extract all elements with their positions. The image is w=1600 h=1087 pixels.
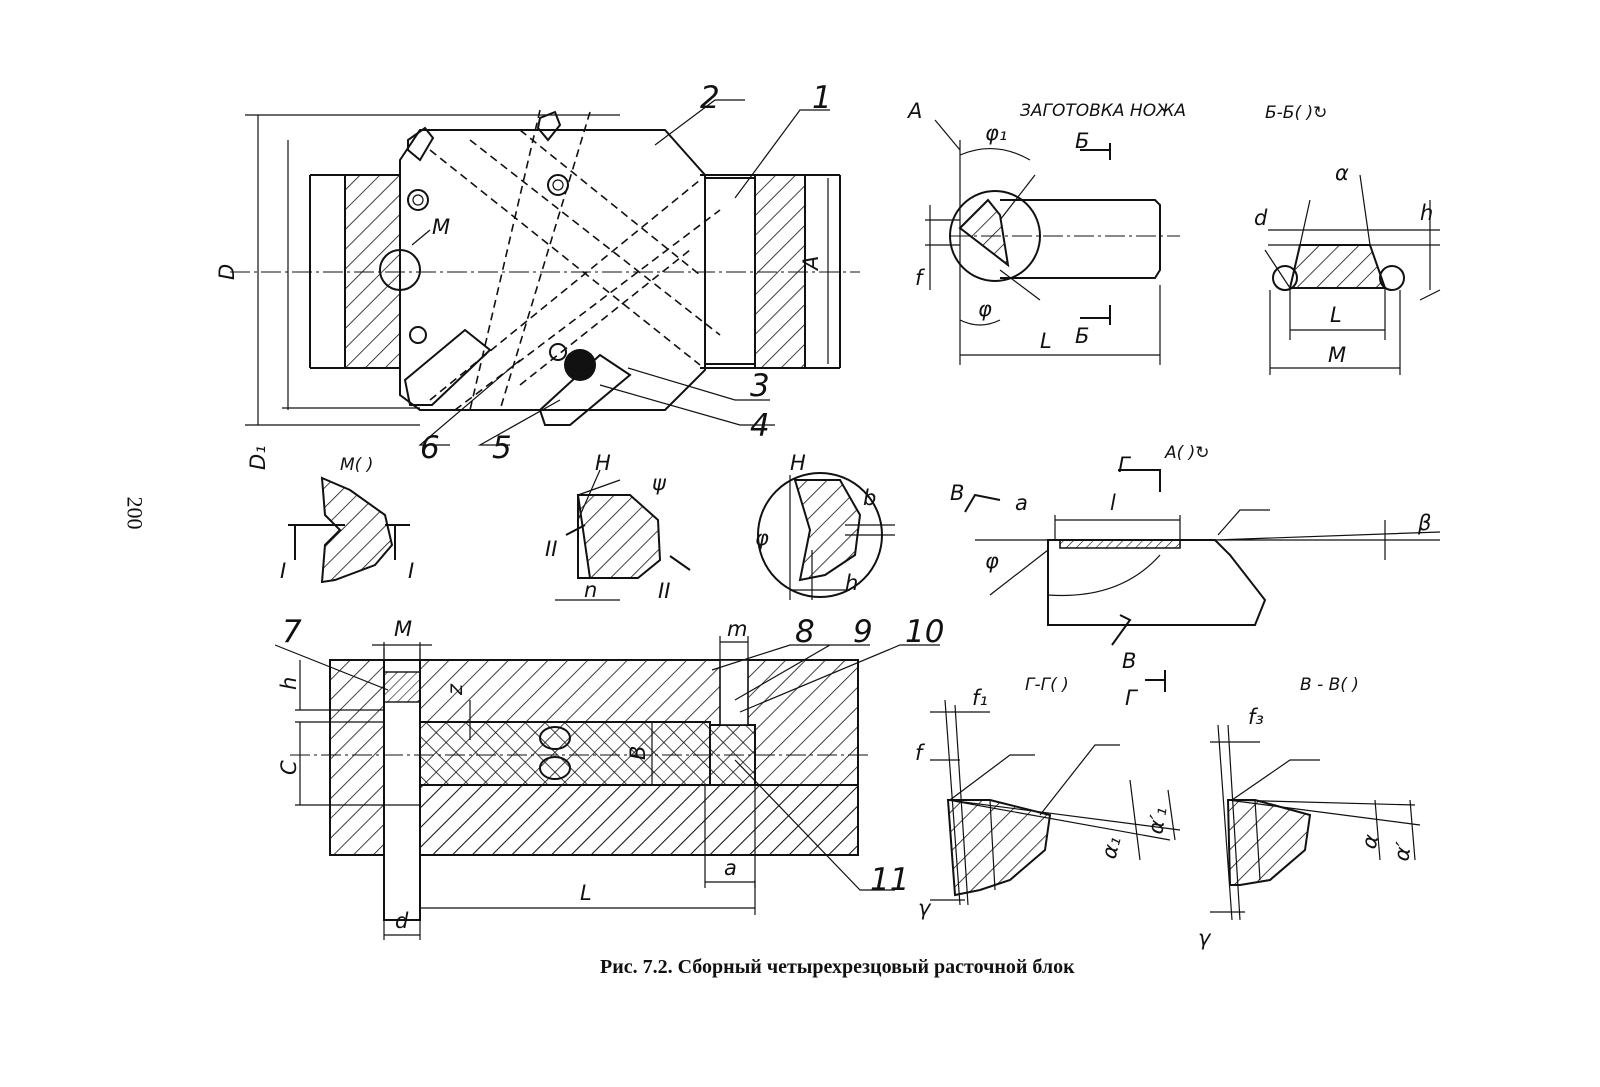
svg-text:f₁: f₁ <box>972 686 988 710</box>
svg-text:2: 2 <box>700 80 720 116</box>
svg-text:a: a <box>724 856 737 880</box>
svg-text:L: L <box>580 881 592 905</box>
svg-text:φ: φ <box>978 297 992 321</box>
svg-text:M( ): M( ) <box>340 455 373 475</box>
svg-text:z: z <box>443 683 467 696</box>
svg-text:H: H <box>595 451 611 475</box>
svg-text:m: m <box>727 617 747 641</box>
svg-text:h: h <box>1420 201 1433 225</box>
svg-text:8: 8 <box>795 614 815 650</box>
svg-text:Б: Б <box>1075 324 1089 348</box>
svg-text:A: A <box>906 99 922 123</box>
bottom-section <box>274 636 940 940</box>
svg-text:φ₁: φ₁ <box>985 121 1007 145</box>
svg-text:ψ: ψ <box>652 471 667 495</box>
svg-text:II: II <box>658 579 670 603</box>
svg-text:h: h <box>845 571 858 595</box>
bottom-section-labels: M m h C z B a d L 7 8 9 10 11 <box>277 614 944 933</box>
svg-text:α: α <box>1335 161 1349 185</box>
svg-text:φ: φ <box>755 526 769 550</box>
svg-text:a: a <box>1015 491 1028 515</box>
svg-text:f: f <box>915 741 926 765</box>
main-view <box>230 99 860 446</box>
svg-text:α: α <box>1357 832 1384 852</box>
svg-text:II: II <box>545 537 557 561</box>
svg-text:Г-Г( ): Г-Г( ) <box>1025 675 1069 695</box>
svg-text:β: β <box>1417 511 1431 535</box>
svg-text:D₁: D₁ <box>246 445 270 470</box>
svg-text:α′: α′ <box>1389 840 1416 863</box>
view-phi-labels: H b φ h <box>755 451 876 595</box>
svg-text:f: f <box>915 266 926 290</box>
view-M <box>288 476 410 584</box>
svg-text:α′₁: α′₁ <box>1143 805 1171 836</box>
svg-text:1: 1 <box>812 80 832 116</box>
svg-text:H: H <box>790 451 806 475</box>
svg-text:L: L <box>1040 329 1052 353</box>
section-VV-labels: B - B( ) f₃ α α′ γ <box>1198 675 1416 950</box>
view-M-labels: M( ) I I <box>280 455 414 583</box>
svg-text:3: 3 <box>750 368 770 404</box>
section-GG-view <box>930 670 1181 906</box>
svg-text:φ: φ <box>985 549 999 573</box>
view-phi <box>757 472 895 600</box>
section-BB-view <box>1264 174 1441 375</box>
svg-text:M: M <box>1328 343 1346 367</box>
view-H-labels: H ψ n II II <box>545 451 670 603</box>
svg-text:11: 11 <box>870 862 909 898</box>
svg-text:A: A <box>799 256 823 272</box>
svg-text:γ: γ <box>918 896 932 920</box>
svg-text:Б: Б <box>1075 129 1089 153</box>
cutter-blank-view <box>925 119 1180 365</box>
svg-text:M: M <box>394 617 412 641</box>
svg-text:b: b <box>863 486 876 510</box>
section-BB-labels: Б-Б( )↻ α d h L M <box>1254 103 1433 367</box>
svg-text:Б-Б( )↻: Б-Б( )↻ <box>1265 103 1327 123</box>
svg-text:Г: Г <box>1125 686 1139 710</box>
figure-caption: Рис. 7.2. Сборный четырехрезцовый расточ… <box>600 956 1075 978</box>
svg-text:γ: γ <box>1198 926 1212 950</box>
svg-text:7: 7 <box>282 614 302 650</box>
svg-text:10: 10 <box>905 614 944 650</box>
svg-text:I: I <box>280 559 286 583</box>
svg-text:d: d <box>395 909 409 933</box>
view-H <box>555 469 691 601</box>
svg-text:M: M <box>432 215 450 239</box>
svg-text:C: C <box>277 760 301 775</box>
svg-text:В: В <box>950 481 964 505</box>
svg-text:n: n <box>584 578 597 602</box>
svg-text:L: L <box>1330 303 1342 327</box>
svg-text:f₃: f₃ <box>1248 705 1264 729</box>
svg-text:5: 5 <box>492 430 512 466</box>
svg-text:B: B <box>626 746 650 760</box>
svg-text:ЗАГОТОВКА НОЖА: ЗАГОТОВКА НОЖА <box>1020 101 1186 121</box>
svg-text:A( )↻: A( )↻ <box>1164 443 1210 463</box>
svg-text:B - B( ): B - B( ) <box>1300 675 1359 695</box>
svg-text:d: d <box>1254 206 1268 230</box>
svg-text:α₁: α₁ <box>1097 834 1126 862</box>
view-A-labels: A( )↻ Г В a l β φ В <box>950 443 1431 673</box>
svg-text:Г: Г <box>1118 453 1132 477</box>
svg-text:4: 4 <box>750 408 770 444</box>
main-view-labels: D D₁ A M 1 2 3 4 5 6 <box>215 80 832 470</box>
view-A <box>964 469 1441 646</box>
svg-text:6: 6 <box>420 430 440 466</box>
svg-text:В: В <box>1122 649 1136 673</box>
svg-text:D: D <box>215 264 239 280</box>
svg-text:h: h <box>277 677 301 690</box>
svg-text:l: l <box>1110 491 1116 515</box>
cutter-blank-labels: ЗАГОТОВКА НОЖА A φ₁ φ f L Б Б <box>906 99 1186 353</box>
section-VV-view <box>1210 724 1421 921</box>
svg-text:I: I <box>408 559 414 583</box>
svg-text:9: 9 <box>853 614 873 650</box>
